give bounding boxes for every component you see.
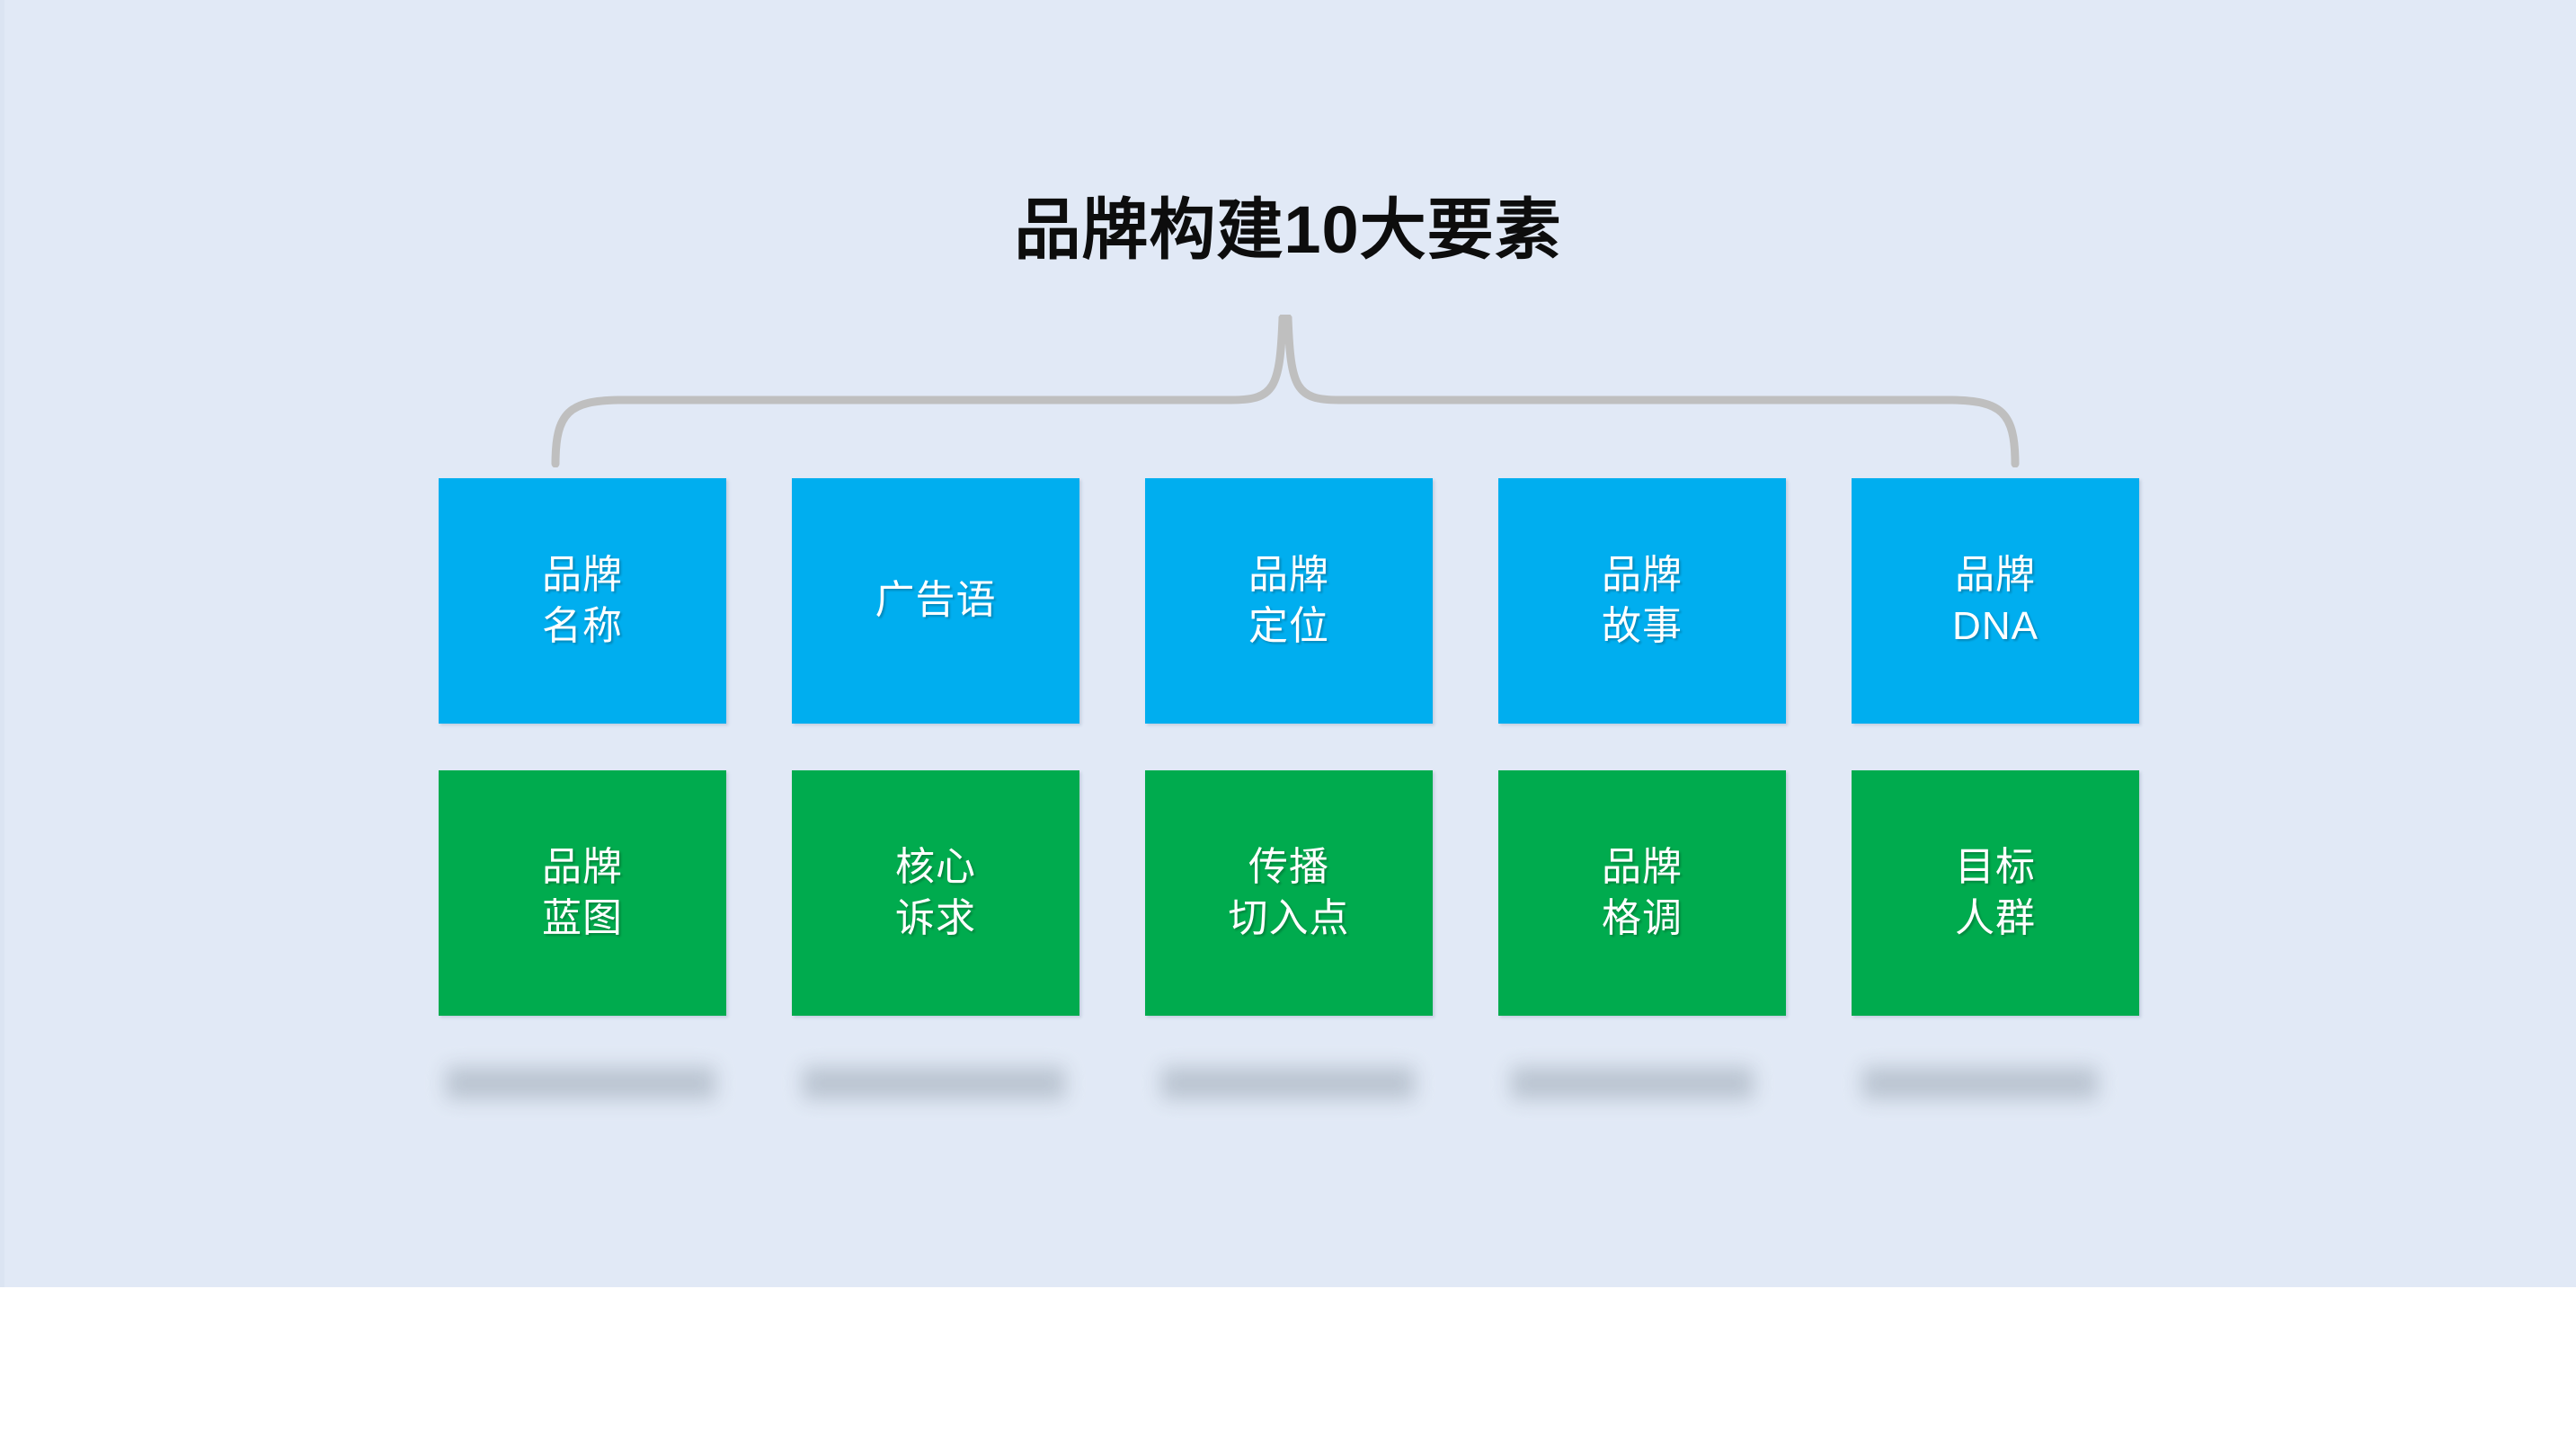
redacted-bar-fill (1511, 1067, 1754, 1099)
card-label: 目标 人群 (1955, 845, 2036, 940)
card-brand-blueprint[interactable]: 品牌 蓝图 (439, 770, 726, 1016)
card-core-appeal[interactable]: 核心 诉求 (792, 770, 1079, 1016)
card-brand-story[interactable]: 品牌 故事 (1498, 478, 1786, 724)
card-label: 品牌 定位 (1248, 553, 1329, 648)
redacted-bar-fill (803, 1067, 1065, 1099)
redacted-caption-bar (439, 1058, 726, 1108)
card-slogan[interactable]: 广告语 (792, 478, 1079, 724)
card-brand-dna[interactable]: 品牌 DNA (1852, 478, 2139, 724)
card-label: 广告语 (875, 578, 997, 623)
elements-board: 品牌 名称 广告语 品牌 定位 品牌 故事 品牌 DNA 品牌 蓝图 核心 诉求 (439, 478, 2139, 1107)
blue-card-row: 品牌 名称 广告语 品牌 定位 品牌 故事 品牌 DNA (439, 478, 2139, 724)
redacted-caption-bar (1498, 1058, 1786, 1108)
page-background-below-slide (0, 1287, 2576, 1449)
slide-left-edge (0, 0, 4, 1287)
redacted-caption-bar (1852, 1058, 2139, 1108)
card-communication-entry-point[interactable]: 传播 切入点 (1145, 770, 1433, 1016)
green-card-row: 品牌 蓝图 核心 诉求 传播 切入点 品牌 格调 目标 人群 (439, 770, 2139, 1016)
redacted-bar-fill (1161, 1067, 1415, 1099)
redacted-caption-row (439, 1058, 2139, 1108)
redacted-bar-fill (446, 1067, 715, 1099)
card-label: 品牌 格调 (1602, 845, 1683, 940)
curly-brace-icon (551, 315, 2020, 467)
card-target-audience[interactable]: 目标 人群 (1852, 770, 2139, 1016)
slide-canvas: 品牌构建10大要素 品牌 名称 广告语 品牌 定位 品牌 故事 品牌 DNA (0, 0, 2576, 1287)
card-label: 品牌 蓝图 (542, 845, 623, 940)
redacted-caption-bar (1145, 1058, 1433, 1108)
curly-brace-connector (548, 315, 2022, 467)
card-label: 核心 诉求 (895, 845, 976, 940)
card-brand-positioning[interactable]: 品牌 定位 (1145, 478, 1433, 724)
page-title: 品牌构建10大要素 (1014, 192, 1562, 267)
card-label: 传播 切入点 (1228, 845, 1350, 940)
card-label: 品牌 故事 (1602, 553, 1683, 648)
redacted-caption-bar (792, 1058, 1079, 1108)
card-label: 品牌 DNA (1952, 553, 2039, 648)
card-label: 品牌 名称 (542, 553, 623, 648)
card-brand-tone[interactable]: 品牌 格调 (1498, 770, 1786, 1016)
card-brand-name[interactable]: 品牌 名称 (439, 478, 726, 724)
redacted-bar-fill (1862, 1067, 2098, 1099)
